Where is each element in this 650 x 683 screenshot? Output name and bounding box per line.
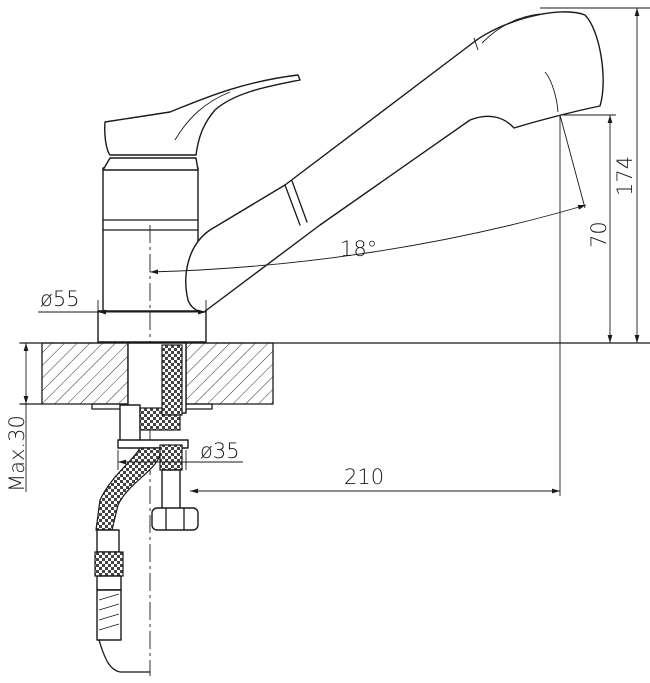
mount-diameter-label: ø35 [200, 439, 240, 463]
dimension-max-thickness: Max.30 [5, 343, 29, 492]
total-height-label: 174 [613, 156, 637, 196]
spout-height-label: 70 [587, 221, 611, 248]
dimension-spout-height: 70 [560, 114, 616, 343]
dimension-base-diameter: ø55 [38, 287, 207, 318]
dimension-mount-diameter: ø35 [117, 439, 243, 470]
lever-handle [104, 74, 301, 156]
reach-label: 210 [344, 465, 384, 489]
dimension-total-height: 174 [540, 7, 650, 343]
hose-assembly [94, 342, 199, 673]
dimension-reach: 210 [190, 115, 561, 496]
max-thickness-label: Max.30 [5, 415, 29, 492]
dimension-swivel-angle: 18° [149, 114, 587, 275]
swivel-angle-label: 18° [340, 237, 377, 261]
faucet-body [97, 157, 207, 343]
base-diameter-label: ø55 [40, 287, 80, 311]
countertop-section [19, 342, 650, 410]
